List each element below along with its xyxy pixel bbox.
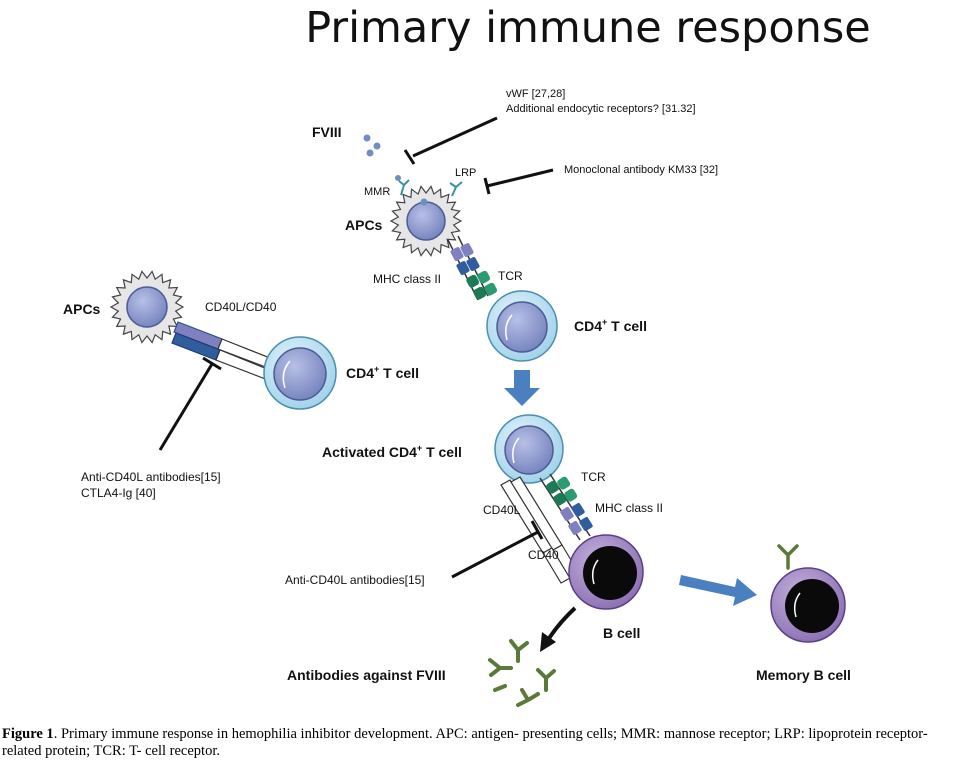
figure-caption: Figure 1. Primary immune response in hem… [2, 726, 952, 760]
lrp-receptor-icon [449, 181, 463, 197]
apcs-left-label: APCs [63, 301, 101, 317]
anti-cd40l-bottom-inhibition-line [451, 520, 544, 579]
mhc-tcr-complex-top [447, 235, 498, 301]
apc-top [389, 185, 463, 257]
cd4-t-cell-top [486, 290, 558, 362]
ctla4-label: CTLA4-Ig [40] [81, 486, 156, 500]
mmr-receptor-icon [395, 175, 410, 196]
cd40l-cd40-left-link [171, 321, 276, 381]
km33-inhibition-line [483, 168, 554, 195]
memory-b-cell-label: Memory B cell [756, 667, 851, 683]
cd40l-label: CD40L [483, 503, 521, 517]
antibodies-label: Antibodies against FVIII [287, 667, 446, 683]
membrane-antibody-icon [777, 544, 799, 570]
tcr-mhc-complex-bottom [539, 473, 593, 541]
activation-arrow [504, 370, 540, 406]
antibody-y-icons [488, 639, 556, 707]
b-cell-label: B cell [603, 625, 640, 641]
km33-label: Monoclonal antibody KM33 [32] [564, 164, 718, 176]
cd40l-cd40-label: CD40L/CD40 [205, 300, 277, 314]
apc-left [109, 270, 185, 344]
fviii-label: FVIII [312, 124, 342, 140]
activated-cd4-t-cell [494, 414, 564, 484]
fviii-molecules [363, 134, 381, 157]
mhc-top-label: MHC class II [373, 272, 441, 286]
cd4-t-cell-left-label: CD4+ T cell [346, 364, 419, 381]
mmr-label: MMR [364, 186, 390, 198]
antibody-secretion-arrow [540, 606, 577, 652]
lrp-label: LRP [455, 167, 476, 179]
endocytic-receptors-label: Additional endocytic receptors? [31.32] [506, 103, 696, 115]
memory-b-cell [770, 567, 846, 643]
activated-cd4-t-cell-label: Activated CD4+ T cell [322, 443, 462, 460]
vwf-inhibition-line [403, 116, 498, 165]
anti-cd40l-bottom-label: Anti-CD40L antibodies[15] [285, 573, 425, 587]
cd4-t-cell-left [263, 336, 337, 410]
caption-figure-number: Figure 1 [2, 726, 54, 742]
cd40-label: CD40 [528, 548, 559, 562]
page-title: Primary immune response [305, 3, 871, 53]
tcr-top-label: TCR [498, 269, 523, 283]
cd4-t-cell-top-label: CD4+ T cell [574, 317, 647, 334]
mhc-bottom-label: MHC class II [595, 501, 663, 515]
apcs-top-label: APCs [345, 217, 383, 233]
tcr-bottom-label: TCR [581, 470, 606, 484]
anti-cd40l-left-label: Anti-CD40L antibodies[15] [81, 470, 221, 484]
caption-text: . Primary immune response in hemophilia … [2, 726, 928, 759]
b-cell [568, 534, 644, 610]
memory-arrow [679, 575, 757, 606]
vwf-label: vWF [27,28] [506, 88, 565, 100]
anti-cd40l-left-inhibition-line [158, 356, 222, 451]
